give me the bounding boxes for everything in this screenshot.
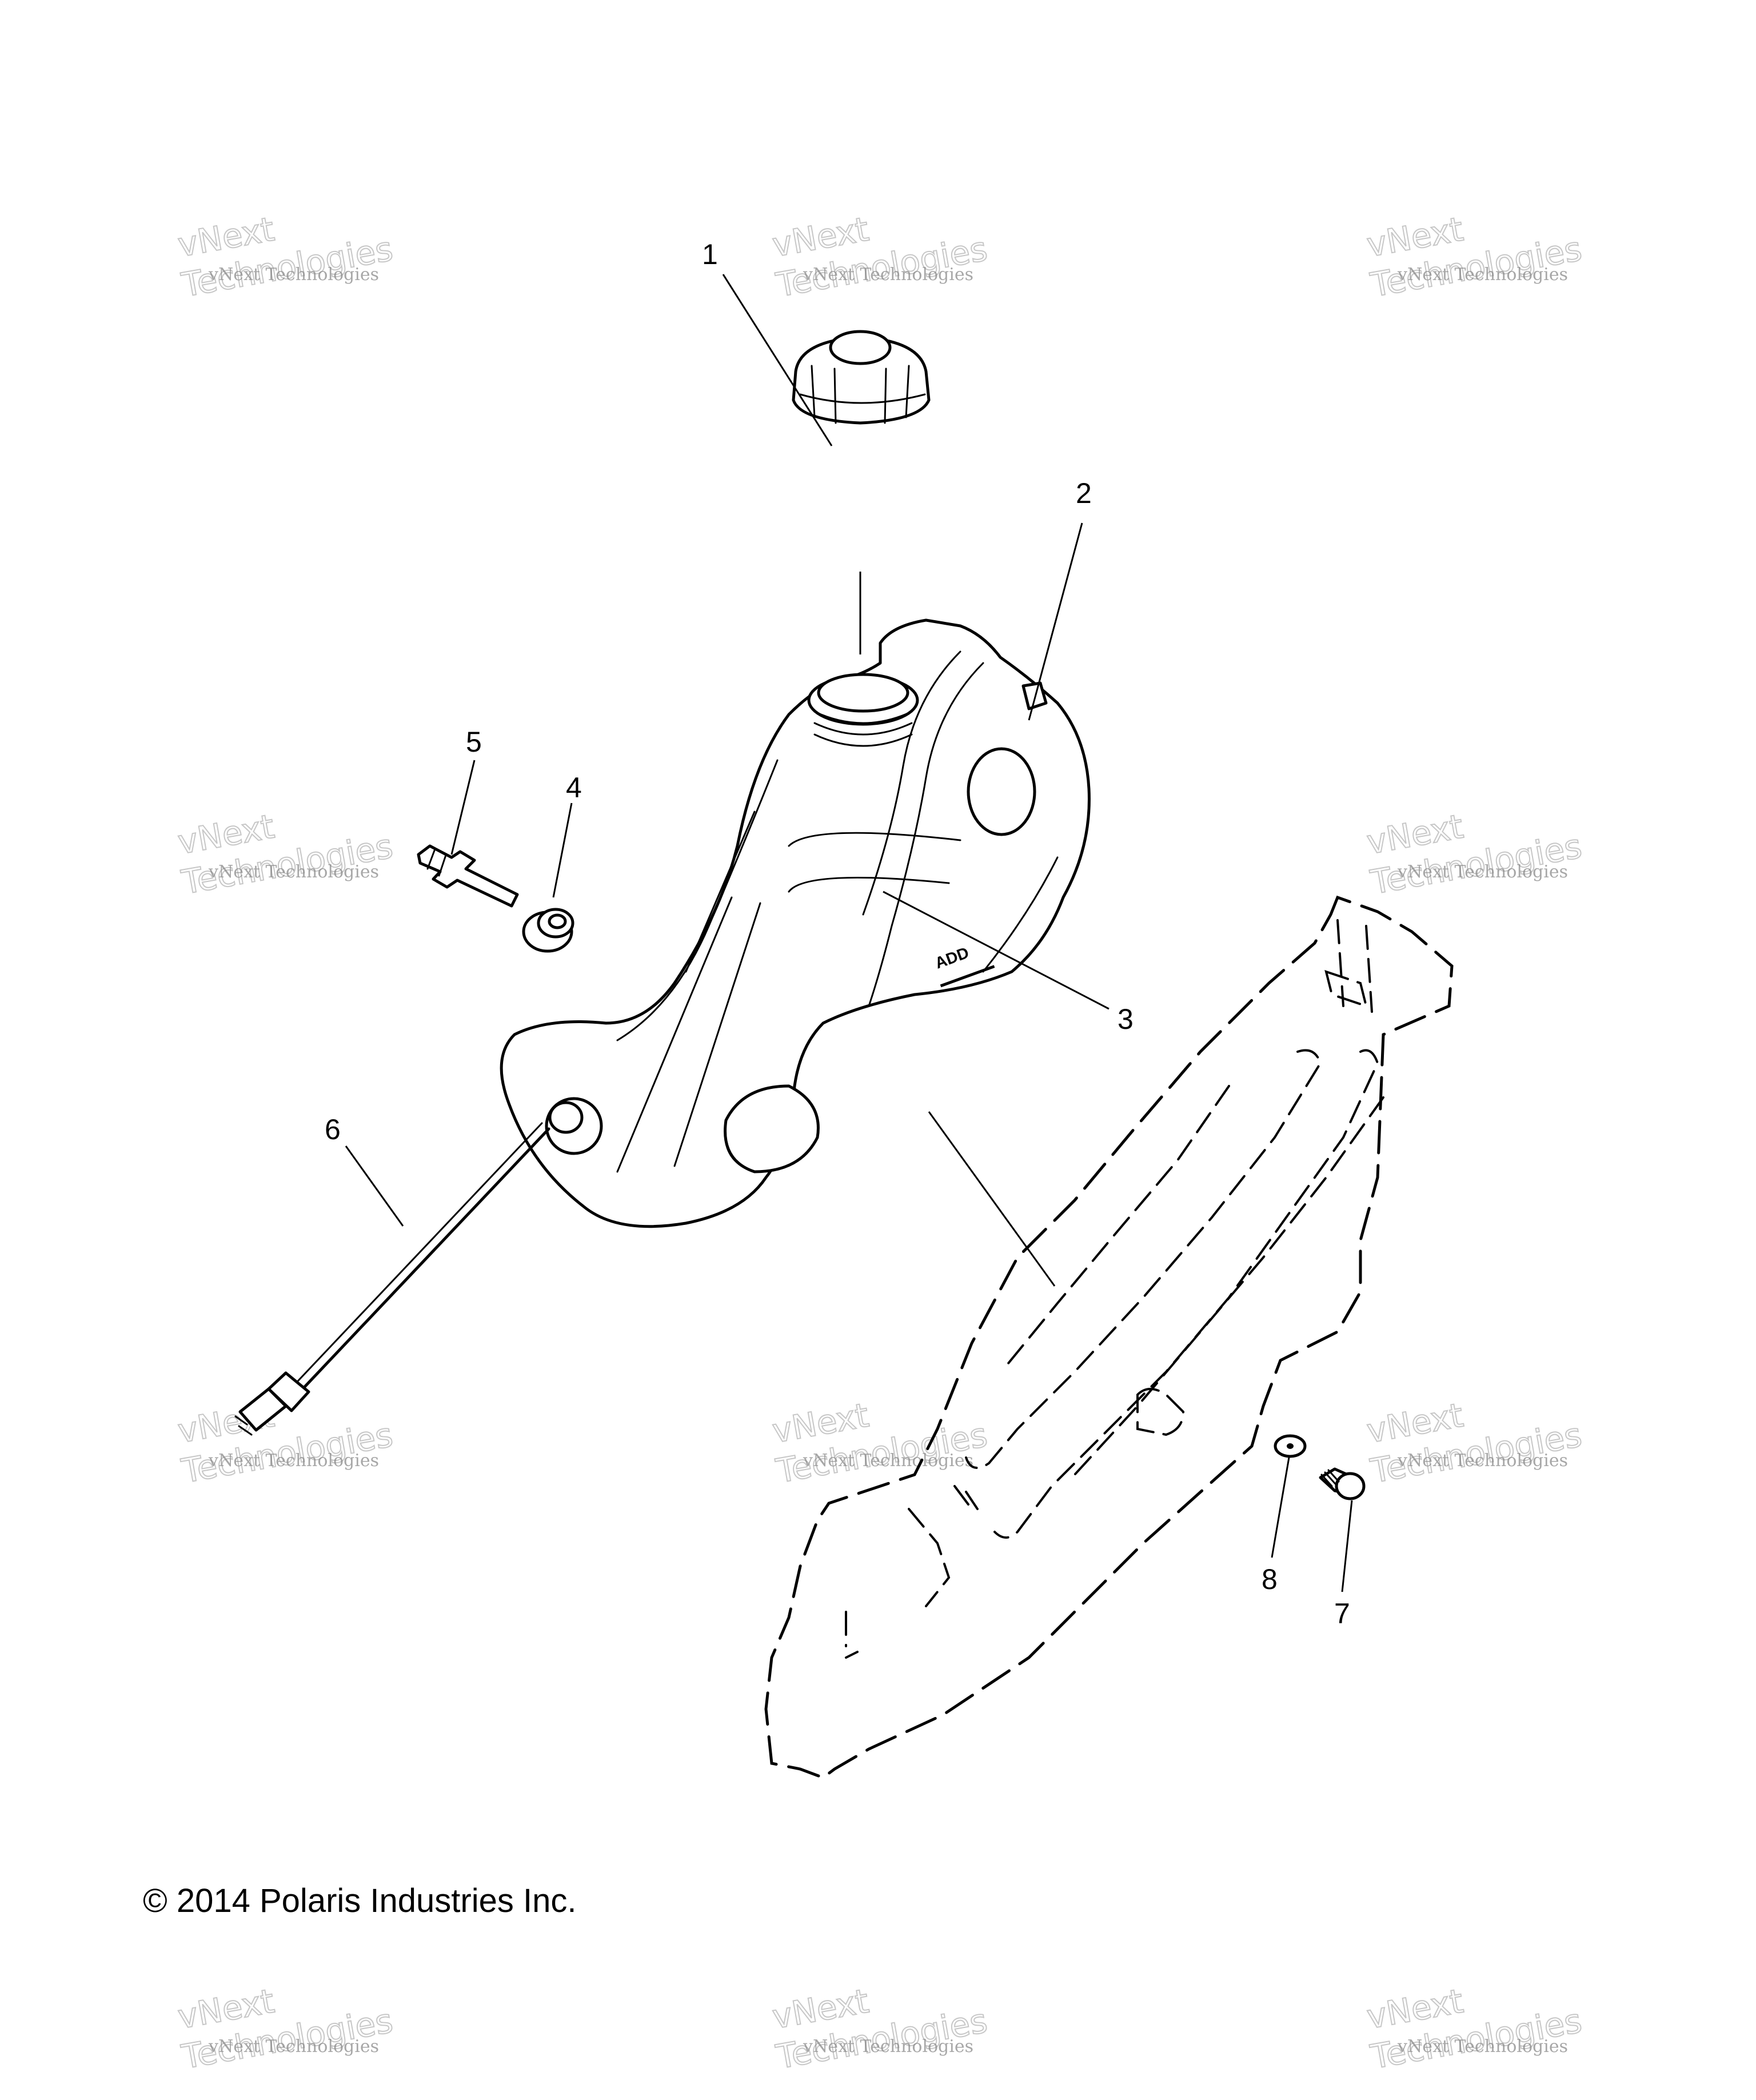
leader-1 bbox=[722, 274, 833, 446]
watermark: vNext Technologies vNext Technologies bbox=[769, 1395, 991, 1491]
watermark: vNext Technologies vNext Technologies bbox=[769, 1981, 991, 2077]
watermark: vNext Technologies vNext Technologies bbox=[1363, 1981, 1585, 2077]
tank-bracket-reference bbox=[764, 895, 1454, 1779]
watermark: vNext Technologies vNext Technologies bbox=[174, 209, 396, 305]
leader-8 bbox=[1271, 1457, 1290, 1558]
watermark-text: vNext Technologies bbox=[803, 265, 973, 285]
grommet bbox=[522, 908, 574, 953]
leader-3 bbox=[883, 891, 1110, 1010]
fuel-tank: ADD bbox=[500, 618, 1091, 1228]
watermark-text: vNext Technologies bbox=[1397, 1451, 1568, 1471]
watermark-text: vNext Technologies bbox=[208, 862, 379, 882]
callout-1: 1 bbox=[702, 238, 718, 270]
leader-2 bbox=[1028, 522, 1083, 721]
watermark: vNext Technologies vNext Technologies bbox=[1363, 1395, 1585, 1491]
fuel-cap bbox=[792, 330, 931, 425]
watermark-text: vNext Technologies bbox=[208, 1451, 379, 1471]
watermark-text: vNext Technologies bbox=[803, 1451, 973, 1471]
leader-3b bbox=[928, 1111, 1056, 1287]
watermark-text: vNext Technologies bbox=[1397, 265, 1568, 285]
watermark: vNext Technologies vNext Technologies bbox=[174, 1981, 396, 2077]
callout-4: 4 bbox=[566, 772, 582, 804]
callout-labels: 1 2 3 4 5 6 7 8 bbox=[325, 238, 1350, 1630]
leader-5 bbox=[450, 760, 476, 855]
watermark: vNext Technologies vNext Technologies bbox=[1363, 807, 1585, 903]
watermark-text: vNext Technologies bbox=[803, 2037, 973, 2057]
watermark-text: vNext Technologies bbox=[1397, 862, 1568, 882]
callout-3: 3 bbox=[1118, 1003, 1134, 1035]
leader-4 bbox=[552, 803, 573, 898]
watermark-text: vNext Technologies bbox=[208, 2037, 379, 2057]
bolt bbox=[1319, 1467, 1366, 1500]
watermark-text: vNext Technologies bbox=[1397, 2037, 1568, 2057]
callout-6: 6 bbox=[325, 1113, 341, 1145]
callout-7: 7 bbox=[1334, 1598, 1350, 1630]
watermark: vNext Technologies vNext Technologies bbox=[1363, 209, 1585, 305]
callout-5: 5 bbox=[466, 726, 482, 758]
copyright-notice: © 2014 Polaris Industries Inc. bbox=[143, 1882, 576, 1919]
leader-7 bbox=[1341, 1500, 1353, 1592]
sender-wire bbox=[234, 1122, 550, 1436]
watermark: vNext Technologies vNext Technologies bbox=[174, 807, 396, 903]
fitting bbox=[417, 844, 519, 908]
washer bbox=[1274, 1434, 1307, 1458]
watermark-grid: vNext Technologies vNext Technologies vN… bbox=[174, 209, 1585, 2077]
watermark: vNext Technologies vNext Technologies bbox=[174, 1395, 396, 1491]
callout-8: 8 bbox=[1262, 1563, 1278, 1595]
watermark-text: vNext Technologies bbox=[208, 265, 379, 285]
leader-6 bbox=[345, 1145, 404, 1227]
watermark: vNext Technologies vNext Technologies bbox=[769, 209, 991, 305]
leader-lines bbox=[345, 274, 1353, 1592]
callout-2: 2 bbox=[1076, 477, 1092, 509]
